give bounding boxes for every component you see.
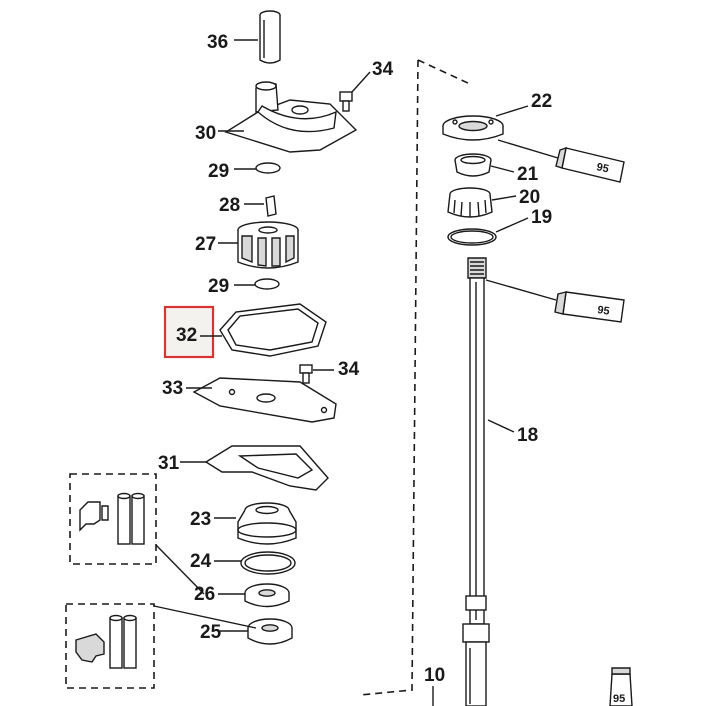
part-21-bearing-cup	[454, 153, 492, 177]
part-23-seal-carrier	[237, 502, 297, 545]
grease-tube-3	[609, 667, 633, 706]
part-25-seal	[247, 618, 293, 645]
callout-31[interactable]: 31	[158, 453, 180, 474]
part-24-o-ring	[240, 551, 296, 575]
part-26-seal	[244, 583, 290, 608]
callout-21[interactable]: 21	[517, 164, 539, 185]
callout-30[interactable]: 30	[195, 123, 216, 144]
housing-outline	[359, 59, 471, 696]
part-20-roller-bearing	[447, 187, 493, 218]
part-34-bolt-lower	[299, 364, 313, 384]
callout-18[interactable]: 18	[517, 425, 538, 446]
callout-34-lower[interactable]: 34	[338, 359, 360, 380]
callout-27[interactable]: 27	[195, 234, 216, 255]
tube-label-1: 95	[595, 161, 609, 175]
callout-36[interactable]: 36	[207, 32, 228, 53]
callout-26[interactable]: 26	[194, 584, 215, 605]
callout-19[interactable]: 19	[531, 207, 552, 228]
detail-box-lower	[65, 603, 155, 689]
part-27-impeller	[237, 221, 299, 269]
highlight-box-32	[163, 305, 215, 359]
part-32-gasket	[219, 303, 327, 357]
callout-10[interactable]: 10	[424, 665, 445, 686]
part-28-key	[265, 195, 277, 217]
callout-20[interactable]: 20	[519, 187, 540, 208]
part-19-o-ring	[447, 228, 497, 246]
part-30-pump-housing	[224, 81, 358, 153]
part-36-sleeve	[259, 10, 281, 64]
tube-label-3: 95	[613, 693, 625, 705]
part-34-bolt-top	[339, 91, 353, 112]
grease-tube-1	[555, 146, 625, 183]
part-31-gasket	[204, 445, 329, 491]
part-33-plate	[192, 377, 337, 423]
callout-33[interactable]: 33	[162, 378, 183, 399]
callout-29-upper[interactable]: 29	[208, 161, 229, 182]
callout-25[interactable]: 25	[200, 622, 222, 643]
callout-29-lower[interactable]: 29	[208, 276, 229, 297]
tube-label-2: 95	[597, 304, 611, 318]
callout-32[interactable]: 32	[176, 325, 197, 346]
part-18-drive-shaft	[462, 257, 490, 706]
callout-34-top[interactable]: 34	[372, 59, 394, 80]
part-29-washer-lower	[254, 278, 280, 290]
detail-box-upper	[69, 473, 157, 565]
callout-28[interactable]: 28	[219, 195, 240, 216]
grease-tube-2	[554, 291, 625, 323]
callout-24[interactable]: 24	[190, 551, 212, 572]
part-22-retainer	[442, 115, 504, 141]
callout-23[interactable]: 23	[190, 509, 211, 530]
part-29-washer-upper	[255, 162, 281, 174]
callout-22[interactable]: 22	[531, 91, 552, 112]
